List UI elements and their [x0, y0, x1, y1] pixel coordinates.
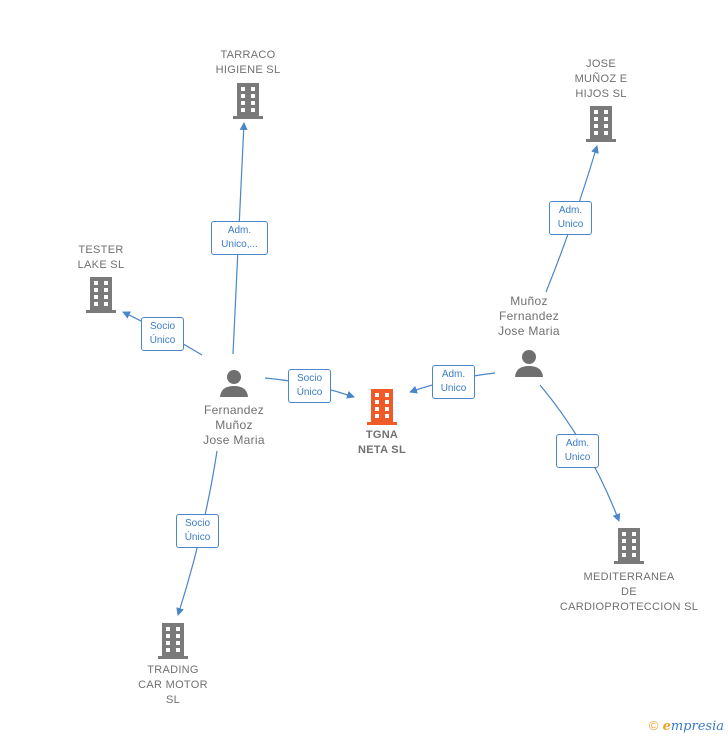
person-name: Fernandez Muñoz Jose Maria — [203, 403, 265, 447]
edge-label-socio-unico[interactable]: Socio Único — [176, 514, 219, 548]
company-name: TESTER LAKE SL — [77, 244, 125, 271]
building-icon — [86, 277, 116, 313]
person-icon — [515, 350, 543, 377]
company-name: TRADING CAR MOTOR SL — [138, 664, 208, 706]
person-name: Muñoz Fernandez Jose Maria — [498, 294, 560, 338]
building-icon — [158, 623, 188, 659]
building-icon — [614, 528, 644, 564]
edge-label-adm-unico[interactable]: Adm. Unico — [549, 201, 592, 235]
building-icon — [586, 106, 616, 142]
company-name: TARRACO HIGIENE SL — [215, 49, 281, 76]
person-icon — [220, 370, 248, 397]
edge-label-adm-unico[interactable]: Adm. Unico,... — [211, 221, 268, 255]
company-name: MEDITERRANEA DE CARDIOPROTECCION SL — [559, 571, 699, 613]
building-icon — [367, 389, 397, 425]
building-icon — [233, 83, 263, 119]
company-name: JOSE MUÑOZ E HIJOS SL — [574, 58, 628, 100]
edge-label-socio-unico[interactable]: Socio Único — [288, 369, 331, 403]
brand-name-rest: mpresia — [670, 719, 724, 734]
edge-label-adm-unico[interactable]: Adm. Unico — [432, 365, 475, 399]
edge-label-socio-unico[interactable]: Socio Único — [141, 317, 184, 351]
empresia-logo: © empresia — [649, 718, 724, 734]
company-name: TGNA NETA SL — [358, 429, 406, 456]
brand-first-letter: e — [662, 719, 671, 734]
copyright-symbol: © — [648, 718, 659, 733]
edge-label-adm-unico[interactable]: Adm. Unico — [556, 434, 599, 468]
